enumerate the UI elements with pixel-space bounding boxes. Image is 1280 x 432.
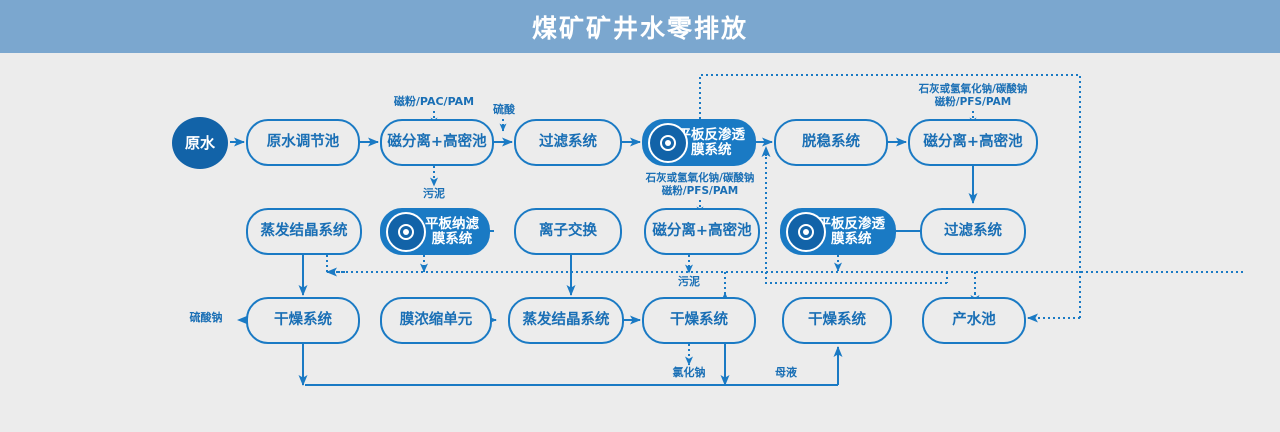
node-ion-exchange[interactable]: 离子交换 <box>514 208 622 255</box>
label-sodium-chloride: 氯化钠 <box>672 366 706 379</box>
membrane-disc-icon <box>648 122 688 163</box>
node-product-pool[interactable]: 产水池 <box>922 297 1026 344</box>
node-flat-ro-2-label: 平板反渗透 膜系统 <box>817 215 886 247</box>
node-flat-nf-label: 平板纳滤 膜系统 <box>425 215 479 247</box>
node-membrane-concentration[interactable]: 膜浓缩单元 <box>380 297 492 344</box>
node-evap-cryst-1[interactable]: 蒸发结晶系统 <box>246 208 362 255</box>
node-mag-sep-2[interactable]: 磁分离+高密池 <box>908 119 1038 166</box>
page-header: 煤矿矿井水零排放 <box>0 0 1280 53</box>
node-mag-sep-1[interactable]: 磁分离+高密池 <box>380 119 494 166</box>
label-sodium-sulfate: 硫酸钠 <box>189 311 223 324</box>
node-evap-cryst-2[interactable]: 蒸发结晶系统 <box>508 297 624 344</box>
node-filter-1[interactable]: 过滤系统 <box>514 119 622 166</box>
label-sludge-1: 污泥 <box>423 187 445 200</box>
node-raw-water-tank[interactable]: 原水调节池 <box>246 119 360 166</box>
node-flat-ro-1[interactable]: 平板反渗透 膜系统 <box>642 119 756 166</box>
label-mother-liquor: 母液 <box>775 366 797 379</box>
node-flat-ro-1-label: 平板反渗透 膜系统 <box>677 126 746 158</box>
node-destabilization[interactable]: 脱稳系统 <box>774 119 888 166</box>
membrane-disc-icon <box>386 211 426 252</box>
node-filter-2[interactable]: 过滤系统 <box>920 208 1026 255</box>
node-dryer-1[interactable]: 干燥系统 <box>246 297 360 344</box>
node-dryer-3[interactable]: 干燥系统 <box>782 297 892 344</box>
node-raw-water[interactable]: 原水 <box>172 117 228 169</box>
label-sulfuric-acid: 硫酸 <box>493 103 515 116</box>
node-dryer-2[interactable]: 干燥系统 <box>642 297 756 344</box>
node-flat-ro-2[interactable]: 平板反渗透 膜系统 <box>780 208 896 255</box>
label-sludge-2: 污泥 <box>678 275 700 288</box>
label-dosing-1: 磁粉/PAC/PAM <box>393 95 475 108</box>
connector-layer <box>230 74 1243 386</box>
membrane-disc-icon <box>786 211 826 252</box>
node-mag-sep-3[interactable]: 磁分离+高密池 <box>644 208 760 255</box>
page-title: 煤矿矿井水零排放 <box>531 13 748 43</box>
node-flat-nf[interactable]: 平板纳滤 膜系统 <box>380 208 490 255</box>
label-dosing-2: 石灰或氢氧化钠/碳酸钠 磁粉/PFS/PAM <box>918 83 1028 109</box>
flowchart-canvas: 原水 原水调节池 磁分离+高密池 过滤系统 平板反渗透 膜系统 脱稳系统 磁分离… <box>0 53 1280 432</box>
label-dosing-3: 石灰或氢氧化钠/碳酸钠 磁粉/PFS/PAM <box>645 172 755 198</box>
